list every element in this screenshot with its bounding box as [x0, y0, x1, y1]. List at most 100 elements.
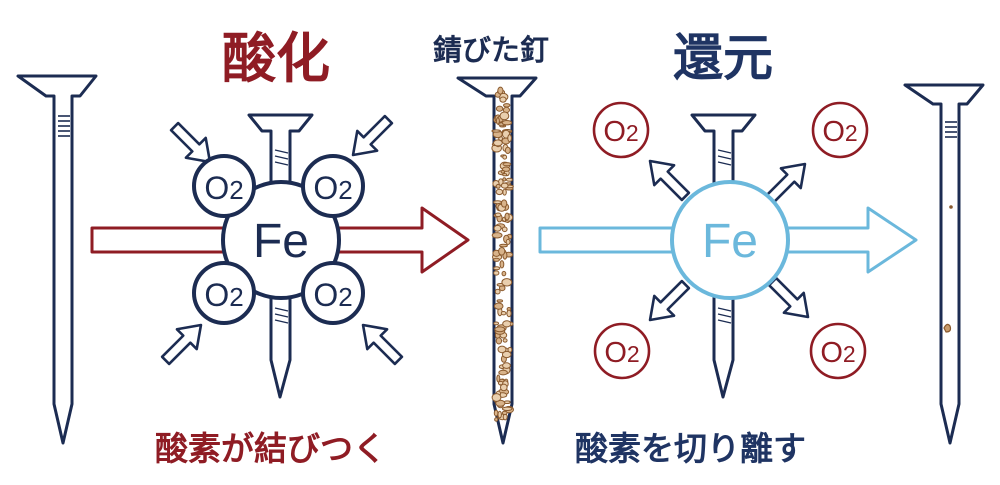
rust-spot: [493, 321, 500, 326]
rust-spot: [491, 232, 503, 239]
rust-spot: [494, 212, 502, 218]
rust-spot: [495, 117, 500, 125]
o2-atom-tl: O2: [192, 154, 256, 218]
reduction-caption: 酸素を切り離す: [575, 429, 806, 468]
rust-spot: [498, 247, 506, 256]
o2-atom-br: O2: [301, 261, 365, 325]
rust-spot: [507, 134, 512, 143]
reduction-o2-atoms: O2 O2 O2 O2: [592, 101, 869, 380]
rust-spot: [493, 200, 502, 205]
rust-spot: [494, 326, 506, 333]
free-o2-br: O2: [809, 322, 867, 380]
rust-texture: [491, 86, 514, 422]
arrow-in-br-icon: [361, 323, 404, 366]
rust-spot: [501, 406, 513, 411]
rust-spot: [496, 374, 501, 383]
rust-spot: [502, 362, 511, 369]
rust-spot: [502, 177, 507, 182]
rust-spot: [501, 278, 513, 287]
rust-spot: [494, 288, 501, 295]
arrow-in-bl-icon: [160, 323, 203, 366]
rusty-nail: [456, 76, 538, 445]
oxidation-fe-atom: Fe: [221, 180, 341, 300]
arrow-in-tl-icon: [169, 121, 212, 164]
rust-spot: [498, 369, 508, 376]
o2-atom-tr: O2: [301, 154, 365, 218]
oxidation-caption: 酸素が結びつく: [155, 429, 386, 468]
rust-spot: [495, 337, 503, 345]
rust-spot: [501, 120, 513, 126]
rust-spot: [500, 311, 507, 316]
rust-spot: [500, 199, 508, 208]
rust-spot: [502, 173, 508, 177]
rust-spot: [502, 338, 508, 343]
arrow-out-tl-icon: [648, 159, 691, 202]
rust-spot: [502, 320, 512, 328]
rust-spot: [496, 299, 504, 303]
rust-spot: [494, 417, 499, 422]
reduction-title: 還元: [673, 29, 773, 87]
svg-text:O2: O2: [204, 170, 243, 206]
arrow-in-tr-icon: [351, 114, 394, 157]
rust-spot: [495, 188, 504, 196]
rusty-nail-label: 錆びた釘: [433, 33, 550, 67]
rust-spot: [500, 383, 508, 392]
clean-nail-left: [16, 74, 98, 445]
rust-spot: [501, 410, 508, 416]
oxidation-title: 酸化: [222, 27, 330, 90]
rust-spot: [504, 212, 510, 221]
arrow-out-tr-icon: [764, 162, 807, 205]
rust-spot: [502, 154, 508, 160]
outward-arrows: [648, 159, 810, 322]
rust-spot: [493, 257, 500, 262]
clean-nail-right: [903, 83, 985, 445]
rust-spot: [493, 266, 501, 271]
arrow-out-br-icon: [767, 276, 810, 319]
o2-atom-bl: O2: [192, 261, 256, 325]
rust-spot: [493, 224, 502, 232]
rust-spot: [500, 169, 505, 174]
rust-spot: [491, 393, 502, 402]
rust-spot: [495, 105, 504, 112]
oxidation-fe-label: Fe: [253, 215, 309, 268]
rust-spot: [493, 302, 504, 310]
svg-text:O2: O2: [313, 170, 352, 206]
free-o2-tr: O2: [811, 101, 869, 159]
rust-spot: [500, 182, 509, 189]
rust-spot: [491, 129, 502, 133]
rust-spot: [493, 139, 503, 147]
arrow-out-bl-icon: [648, 279, 691, 322]
reduction-fe-label: Fe: [702, 215, 758, 268]
rust-spot: [503, 103, 511, 108]
rust-spot: [499, 111, 510, 121]
rust-spot: [501, 226, 508, 233]
rust-spot: [495, 183, 501, 189]
rust-spot: [501, 270, 507, 277]
rust-spot: [493, 409, 499, 417]
svg-text:O2: O2: [822, 116, 857, 148]
free-o2-tl: O2: [592, 101, 650, 159]
rust-spot: [499, 96, 507, 103]
svg-text:O2: O2: [313, 277, 352, 313]
svg-text:O2: O2: [204, 277, 243, 313]
rust-spot: [502, 162, 512, 167]
rust-spot: [495, 399, 506, 407]
rust-spot: [505, 238, 511, 245]
rust-spot: [497, 345, 507, 354]
rust-spot: [504, 146, 511, 154]
rust-spot: [506, 309, 512, 318]
svg-text:O2: O2: [604, 337, 639, 369]
rust-spot: [493, 270, 500, 276]
oxidation-o2-atoms: O2 O2 O2 O2: [192, 154, 365, 325]
rust-spot: [497, 86, 504, 95]
inward-arrows: [160, 114, 404, 366]
rust-spot: [497, 410, 502, 419]
rust-spot: [501, 350, 512, 359]
free-o2-bl: O2: [593, 322, 651, 380]
rust-spot: [499, 260, 505, 269]
rust-spot: [505, 177, 513, 182]
rust-spot: [502, 188, 507, 196]
svg-text:O2: O2: [820, 337, 855, 369]
